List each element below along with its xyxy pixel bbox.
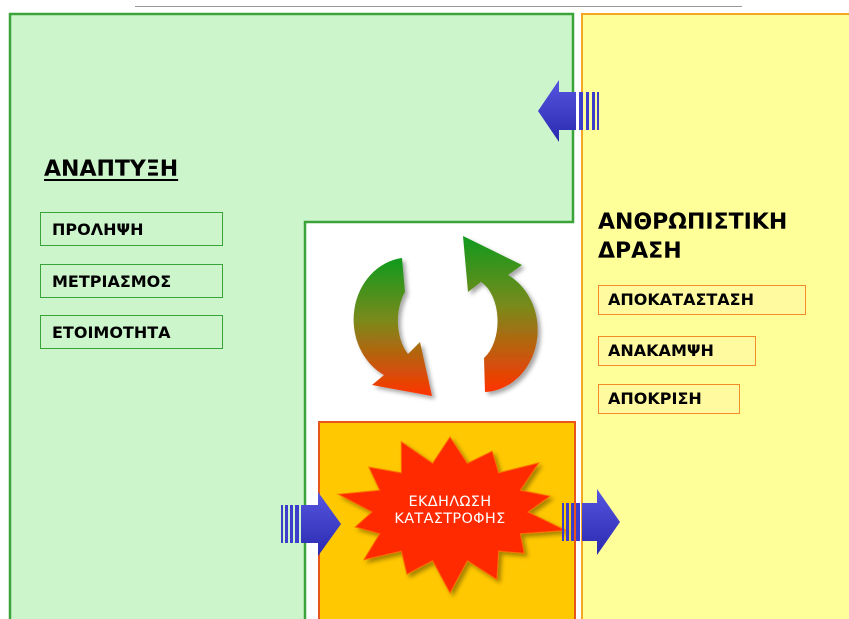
development-item-preparedness: ΕΤΟΙΜΟΤΗΤΑ (40, 315, 223, 349)
arrow-out-icon (562, 489, 620, 555)
humanitarian-item-response: ΑΠΟΚΡΙΣΗ (598, 384, 740, 414)
cycle-arrows-icon (353, 236, 538, 396)
development-title: ΑΝΑΠΤΥΞΗ (44, 157, 179, 182)
arrow-in-icon (281, 492, 341, 556)
disaster-label: ΕΚΔΗΛΩΣΗ ΚΑΤΑΣΤΡΟΦΗΣ (360, 494, 540, 528)
humanitarian-item-recovery: ΑΝΑΚΑΜΨΗ (598, 336, 756, 366)
disaster-label-line1: ΕΚΔΗΛΩΣΗ (408, 494, 492, 510)
humanitarian-title-line1: ΑΝΘΡΩΠΙΣΤΙΚΗ (598, 210, 788, 235)
disaster-burst (336, 436, 568, 595)
development-item-prevention: ΠΡΟΛΗΨΗ (40, 212, 223, 246)
cycle-arrow-left (353, 258, 432, 396)
humanitarian-item-rehabilitation: ΑΠΟΚΑΤΑΣΤΑΣΗ (598, 285, 806, 315)
humanitarian-title-line2: ΔΡΑΣΗ (598, 239, 682, 264)
cycle-arrow-right (463, 236, 538, 392)
humanitarian-title: ΑΝΘΡΩΠΙΣΤΙΚΗ ΔΡΑΣΗ (598, 208, 787, 266)
disaster-label-line2: ΚΑΤΑΣΤΡΟΦΗΣ (394, 511, 506, 527)
development-region (8, 12, 575, 619)
development-item-mitigation: ΜΕΤΡΙΑΣΜΟΣ (40, 264, 223, 298)
humanitarian-region (581, 13, 849, 619)
arrow-left-icon (538, 80, 599, 142)
